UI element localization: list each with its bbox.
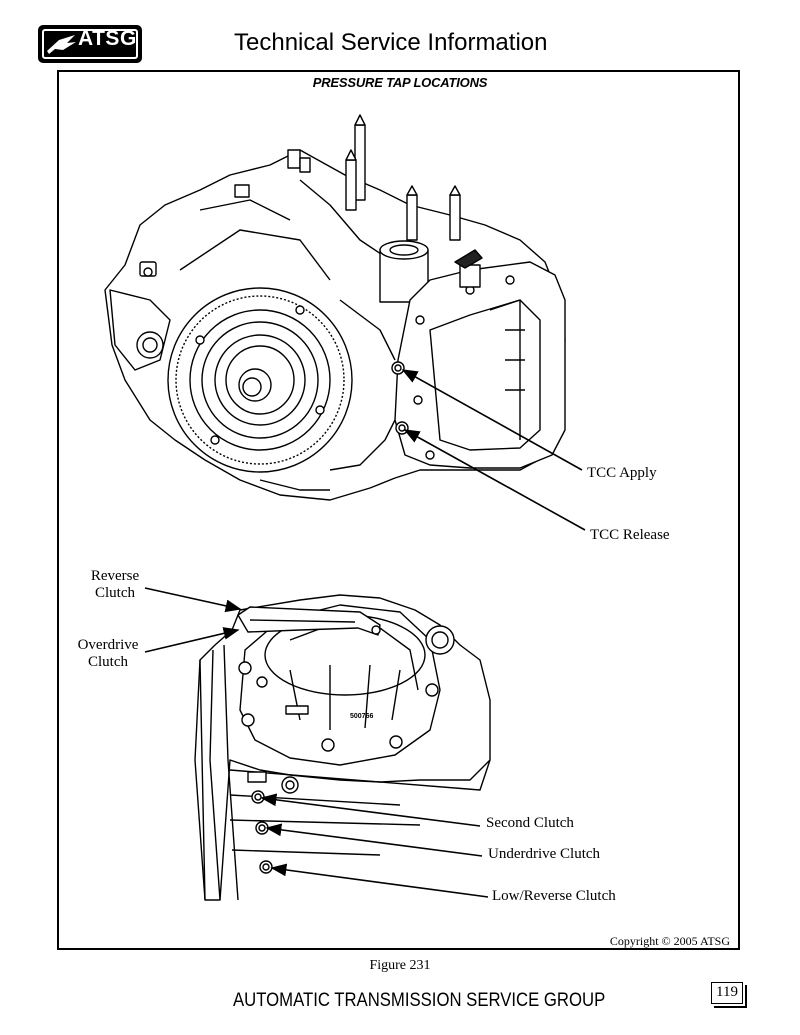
footer-org-name: AUTOMATIC TRANSMISSION SERVICE GROUP (233, 990, 606, 1011)
reverse-clutch-line1: Reverse (90, 568, 140, 584)
transmission-illustration: 500766 (104, 114, 586, 901)
callout-leaders (144, 369, 586, 898)
transmission-upper-view (104, 114, 566, 501)
underdrive-clutch-label: Underdrive Clutch (488, 846, 601, 862)
overdrive-clutch-label: Overdrive Clutch (72, 637, 144, 671)
page-number: 119 (711, 982, 747, 1008)
overdrive-clutch-line2: Clutch (88, 654, 128, 670)
figure-caption: Figure 231 (369, 958, 431, 973)
second-clutch-label: Second Clutch (486, 815, 574, 831)
overdrive-clutch-line1: Overdrive (77, 637, 139, 653)
logo-text: ATSG (78, 27, 137, 50)
cover-marking: 500766 (350, 713, 373, 720)
tcc-apply-label: TCC Apply (587, 465, 657, 481)
transmission-lower-view (194, 594, 491, 901)
reverse-clutch-label: Reverse Clutch (82, 568, 148, 602)
copyright-notice: Copyright © 2005 ATSG (609, 934, 730, 948)
figure-frame (57, 70, 740, 950)
eagle-icon (47, 35, 76, 54)
atsg-logo: ATSG (38, 25, 142, 63)
section-title: PRESSURE TAP LOCATIONS (312, 75, 488, 90)
page-title: Technical Service Information (234, 29, 548, 56)
low-reverse-clutch-label: Low/Reverse Clutch (492, 888, 616, 904)
reverse-clutch-line2: Clutch (95, 585, 135, 601)
tcc-release-label: TCC Release (590, 527, 670, 543)
